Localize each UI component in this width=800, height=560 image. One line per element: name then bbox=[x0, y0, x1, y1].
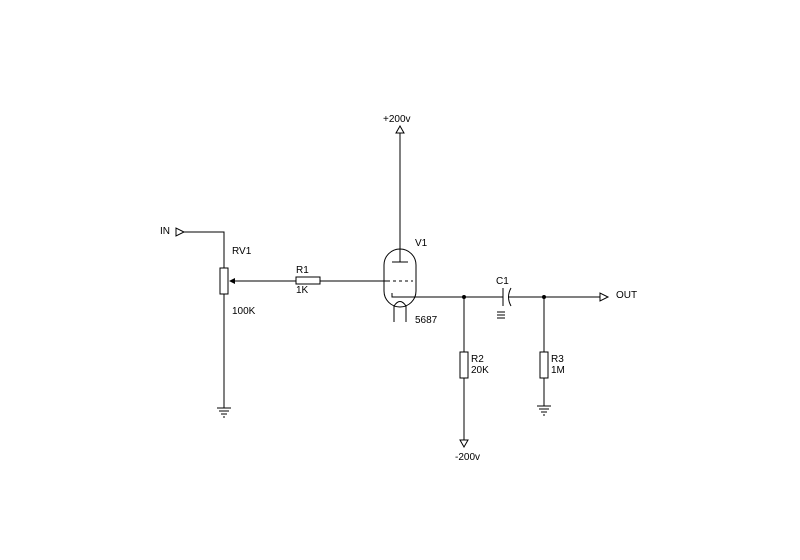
negative-supply-label: -200v bbox=[455, 452, 480, 463]
input-wire bbox=[184, 231, 225, 268]
r2-value-label: 20K bbox=[471, 365, 489, 376]
positive-supply-symbol bbox=[395, 124, 405, 134]
r3-ref-label: R3 bbox=[551, 354, 564, 365]
v1-vacuum-tube bbox=[383, 248, 417, 322]
r3-value-label: 1M bbox=[551, 365, 565, 376]
positive-supply-label: +200v bbox=[383, 114, 411, 125]
rv1-value-label: 100K bbox=[232, 306, 256, 317]
r2-resistor bbox=[459, 351, 469, 379]
r1-value-label: 1K bbox=[296, 285, 309, 296]
r3-ground-symbol bbox=[537, 405, 551, 416]
input-label: IN bbox=[160, 226, 170, 237]
r3-resistor bbox=[539, 351, 549, 379]
output-label: OUT bbox=[616, 290, 637, 301]
v1-type-label: 5687 bbox=[415, 315, 438, 326]
rv1-ground-symbol bbox=[217, 407, 231, 418]
c1-capacitor bbox=[497, 287, 512, 319]
r2-ref-label: R2 bbox=[471, 354, 484, 365]
c1-ref-label: C1 bbox=[496, 276, 509, 287]
input-terminal bbox=[175, 227, 186, 237]
r1-resistor bbox=[295, 276, 321, 285]
negative-supply-symbol bbox=[459, 439, 469, 449]
output-terminal bbox=[599, 292, 610, 302]
rv1-potentiometer bbox=[219, 267, 235, 295]
rv1-ref-label: RV1 bbox=[232, 246, 252, 257]
v1-ref-label: V1 bbox=[415, 238, 428, 249]
r1-ref-label: R1 bbox=[296, 265, 309, 276]
